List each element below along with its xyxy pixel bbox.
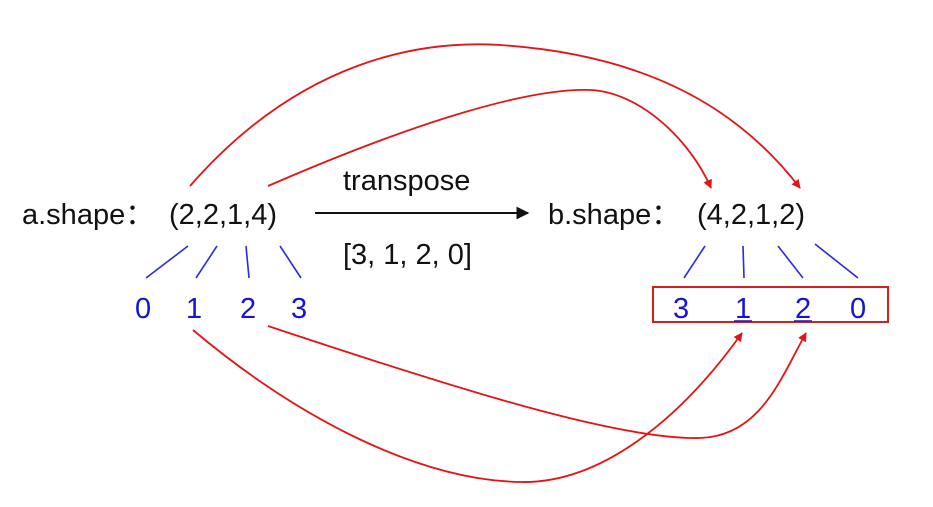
b-tick-0 <box>683 245 706 279</box>
b-index-3: 0 <box>850 293 866 325</box>
a-index-2: 2 <box>240 293 256 325</box>
b-index-1: 1 <box>735 293 751 325</box>
permutation-label: [3, 1, 2, 0] <box>343 239 472 271</box>
b-tick-1 <box>742 245 745 279</box>
mapping-curves <box>189 43 807 483</box>
b-index-2: 2 <box>795 293 811 325</box>
b-tick-2 <box>777 245 804 279</box>
map-a-dim0-to-b <box>189 43 801 189</box>
map-a-index2-to-b <box>267 325 807 439</box>
a-index-1: 1 <box>186 293 202 325</box>
map-a-dim2-to-b <box>267 89 712 189</box>
a-shape-tuple: (2,2,1,4) <box>169 199 277 231</box>
transpose-label: transpose <box>343 165 470 197</box>
a-tick-2 <box>245 245 250 279</box>
b-tick-3 <box>814 243 859 279</box>
a-index-0: 0 <box>135 293 151 325</box>
a-ticks <box>145 245 302 279</box>
b-shape-label: b.shape： <box>548 199 680 231</box>
a-tick-3 <box>279 245 302 279</box>
b-shape-tuple: (4,2,1,2) <box>697 199 805 231</box>
a-indices: 0 1 2 3 <box>135 293 307 325</box>
b-indices: 3 1 2 0 <box>673 293 866 325</box>
a-tick-1 <box>195 245 218 279</box>
a-index-3: 3 <box>291 293 307 325</box>
map-a-index1-to-b <box>192 329 743 483</box>
b-index-0: 3 <box>673 293 689 325</box>
a-shape-label: a.shape： <box>22 199 154 231</box>
a-tick-0 <box>145 245 189 279</box>
b-ticks <box>683 243 859 279</box>
b-indices-box <box>652 286 889 323</box>
